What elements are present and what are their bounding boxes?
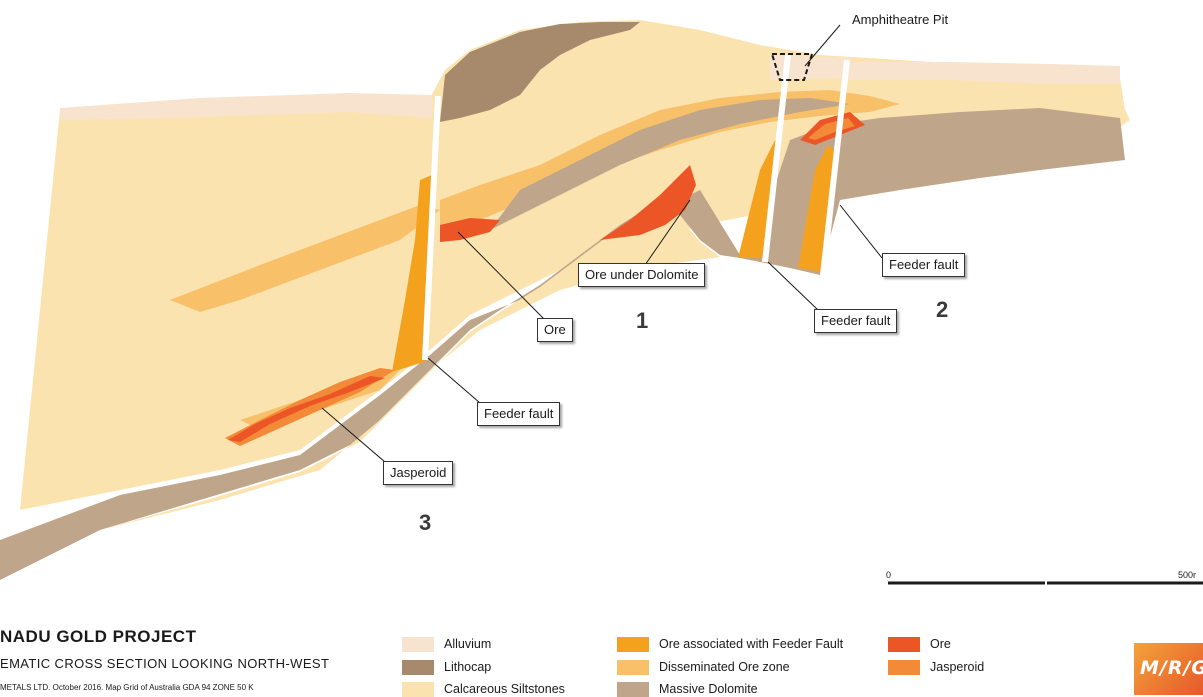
ore-callout: Ore <box>537 318 573 342</box>
feeder-fault-callout-right: Feeder fault <box>882 253 965 277</box>
legend-swatch <box>888 637 920 652</box>
company-logo: M/R/G <box>1134 643 1203 695</box>
alluvium-pit <box>770 55 850 80</box>
legend-label: Lithocap <box>444 659 491 675</box>
legend-swatch <box>617 637 649 652</box>
logo-text: M/R/G <box>1140 657 1203 679</box>
marker-3: 3 <box>419 510 431 536</box>
jasperoid-callout: Jasperoid <box>383 461 453 485</box>
legend-label: Disseminated Ore zone <box>659 659 790 675</box>
legend-swatch <box>402 637 434 652</box>
legend-swatch <box>617 660 649 675</box>
feeder-fault-callout-left: Feeder fault <box>477 402 560 426</box>
scale-start-label: 0 <box>886 570 891 580</box>
legend-label: Ore <box>930 636 951 652</box>
marker-1: 1 <box>636 308 648 334</box>
ore-under-dolomite-callout: Ore under Dolomite <box>578 263 705 287</box>
legend-label: Jasperoid <box>930 659 984 675</box>
section-subtitle: EMATIC CROSS SECTION LOOKING NORTH-WEST <box>0 656 329 671</box>
marker-2: 2 <box>936 297 948 323</box>
leader-feeder-fault-left <box>428 358 480 403</box>
legend-label: Ore associated with Feeder Fault <box>659 636 843 652</box>
feeder-fault-callout-middle: Feeder fault <box>814 309 897 333</box>
legend-swatch <box>888 660 920 675</box>
credit-line: METALS LTD. October 2016. Map Grid of Au… <box>0 683 254 692</box>
leader-feeder-fault-right <box>840 205 882 258</box>
legend-label: Alluvium <box>444 636 491 652</box>
cross-section-diagram <box>0 0 1203 625</box>
project-title: NADU GOLD PROJECT <box>0 627 196 647</box>
amphitheatre-pit-label: Amphitheatre Pit <box>852 12 948 27</box>
legend-swatch <box>402 660 434 675</box>
scale-end-label: 500r <box>1178 570 1196 580</box>
